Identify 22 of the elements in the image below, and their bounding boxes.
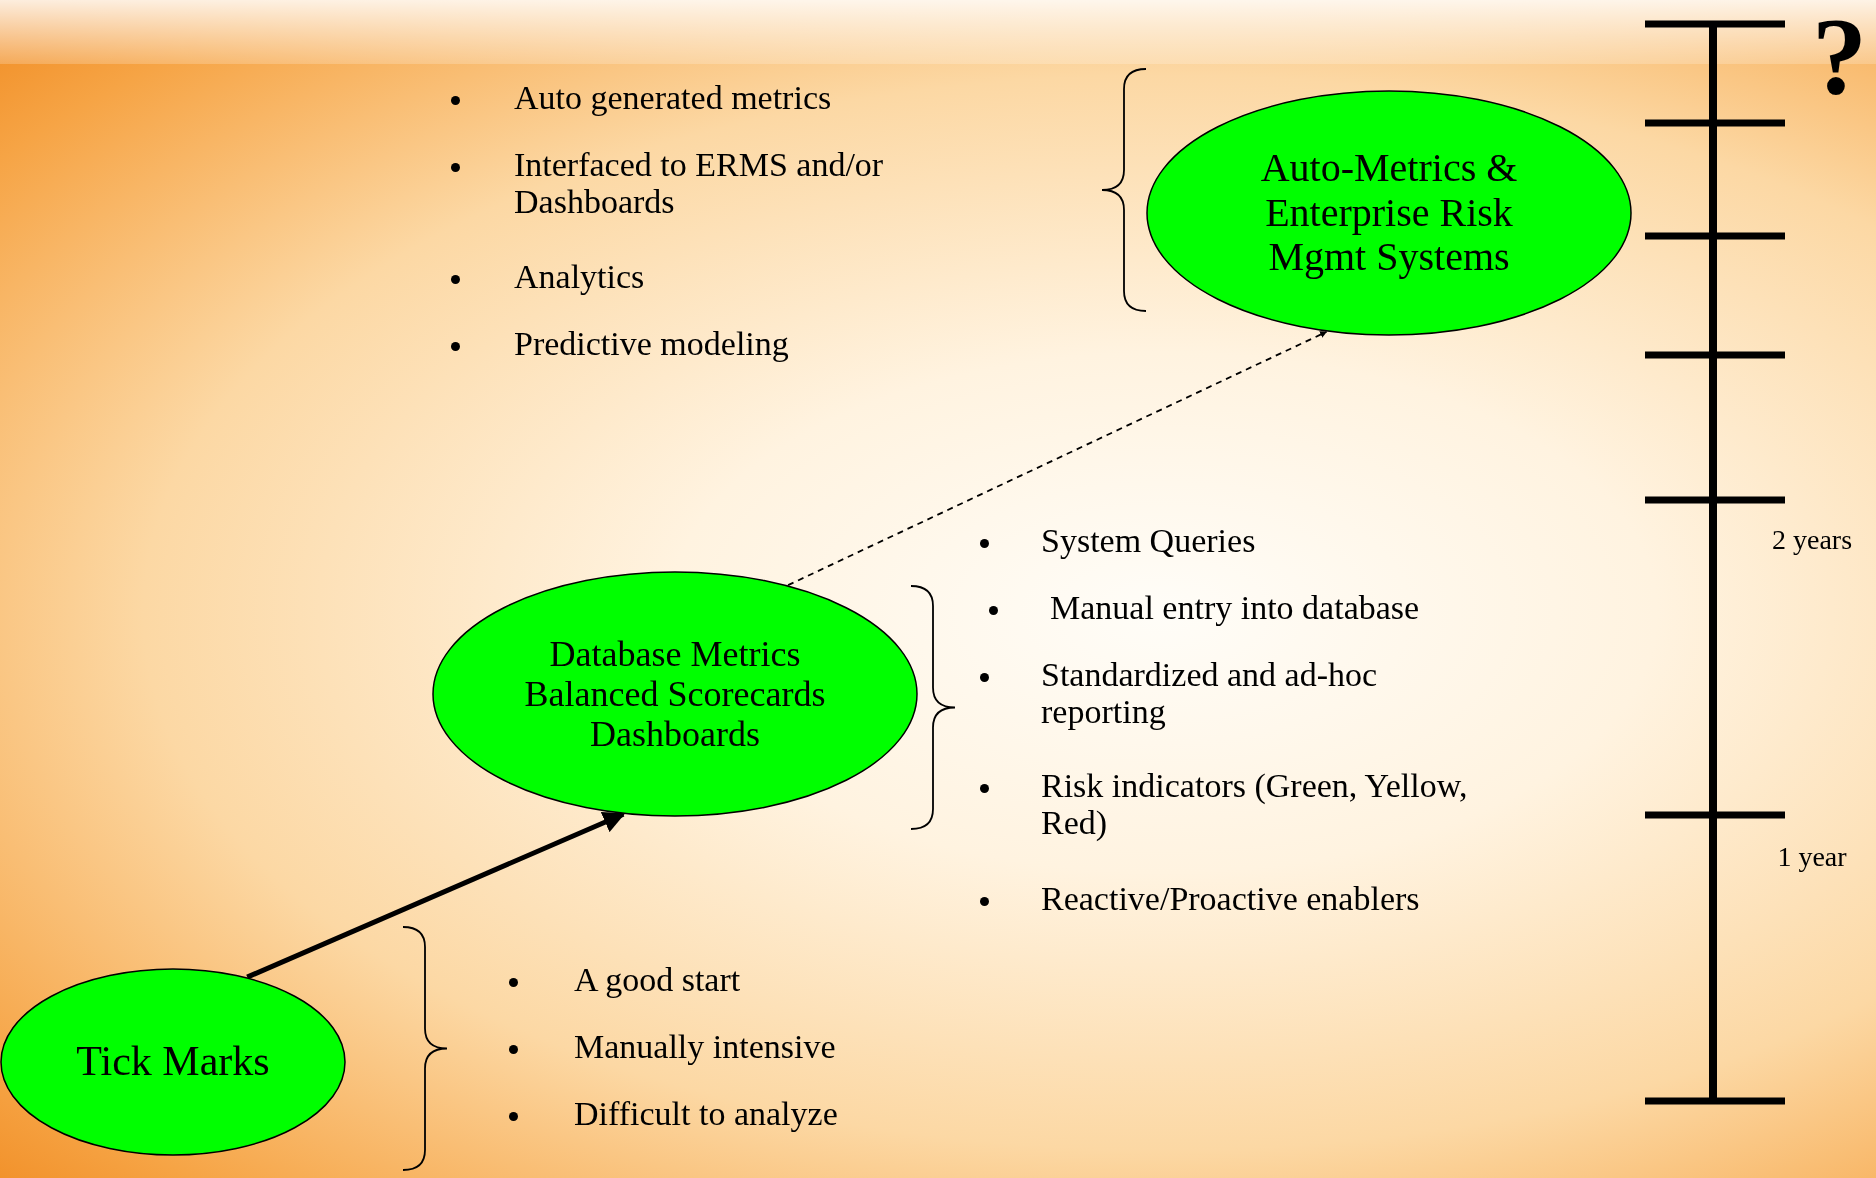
list-item: Interfaced to ERMS and/or Dashboards [514, 145, 885, 221]
stage-label: Auto-Metrics & Enterprise Risk Mgmt Systems [1259, 145, 1519, 281]
list-item: Reactive/Proactive enablers [1041, 879, 1421, 917]
arrow [787, 330, 1328, 587]
list-item: Risk indicators (Green, Yellow, Red) [1041, 766, 1469, 842]
arrow [246, 811, 626, 980]
stage-label: Balanced Scorecards [524, 673, 826, 715]
question-mark: ? [1812, 0, 1868, 117]
list-item: Difficult to analyze [574, 1094, 839, 1132]
list-item: Analytics [514, 257, 646, 295]
list-item: Standardized and ad-hoc reporting [1041, 655, 1379, 731]
stage-label: Tick Marks [76, 1038, 270, 1086]
stage-label: Dashboards [590, 714, 760, 755]
stage-label: Database Metrics [549, 633, 801, 674]
time-label: 1 year [1776, 842, 1848, 873]
list-item: Manually intensive [574, 1027, 837, 1065]
list-item: System Queries [1041, 521, 1257, 559]
time-label: 2 years [1770, 525, 1854, 556]
list-item: Manual entry into database [1050, 588, 1421, 626]
list-item: Auto generated metrics [514, 78, 833, 116]
list-item: Predictive modeling [514, 324, 790, 362]
list-item: A good start [574, 960, 742, 998]
